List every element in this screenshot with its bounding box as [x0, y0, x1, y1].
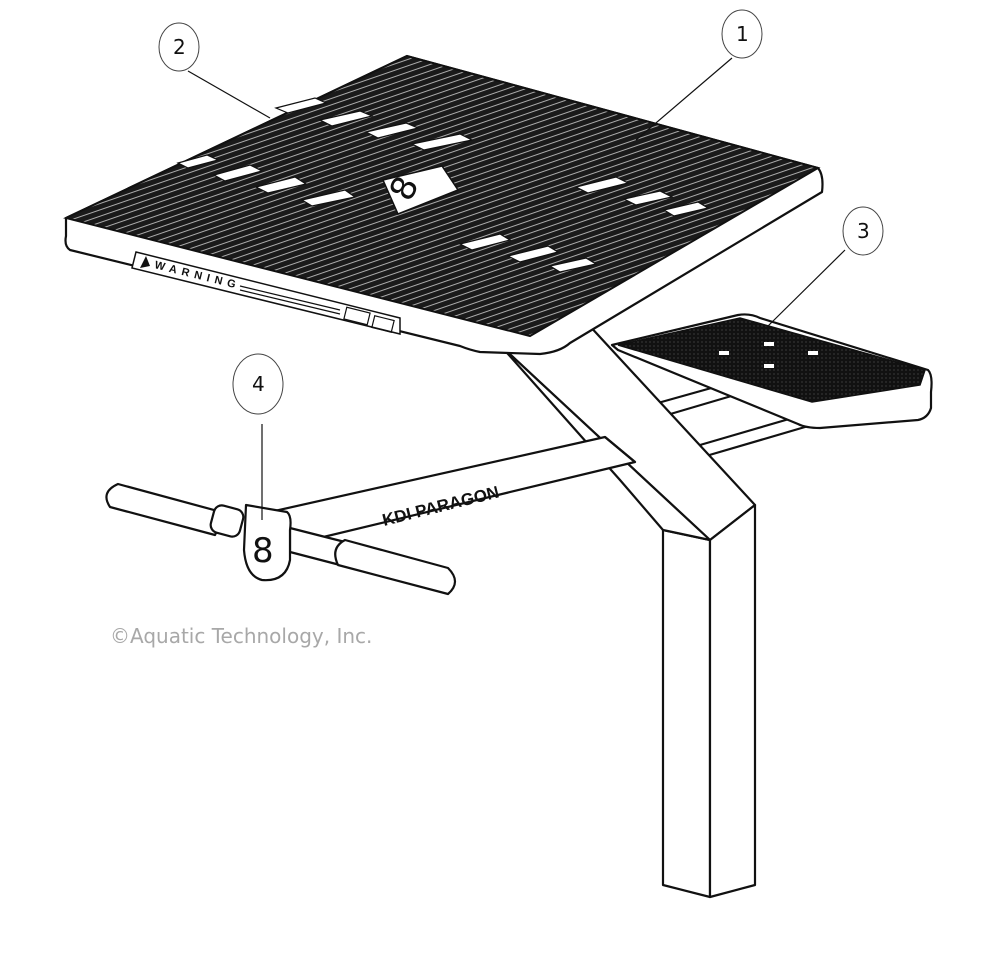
wedge-markers	[719, 342, 818, 368]
handle-grip-left	[105, 482, 245, 538]
callout-2[interactable]: 2	[158, 22, 271, 119]
callout-1-label: 1	[736, 22, 749, 46]
callout-1[interactable]: 1	[635, 9, 763, 141]
copyright-text: ©Aquatic Technology, Inc.	[110, 624, 372, 648]
callout-2-label: 2	[173, 35, 186, 59]
callout-3[interactable]: 3	[767, 206, 884, 327]
callouts: 1 2 3 4	[158, 9, 884, 520]
wedge-footrest	[610, 313, 933, 430]
top-platform: 8 WARNING	[63, 54, 824, 356]
callout-3-label: 3	[857, 219, 870, 243]
handle-grip-right	[288, 526, 457, 596]
handle-lane-number: 8	[252, 531, 274, 571]
lane-number-plate: 8	[242, 503, 292, 582]
callout-4[interactable]: 4	[232, 353, 284, 520]
platform-stripe-inserts	[176, 97, 710, 273]
callout-4-label: 4	[252, 372, 265, 396]
backstroke-handle: KDI PARAGON 8	[105, 435, 637, 596]
